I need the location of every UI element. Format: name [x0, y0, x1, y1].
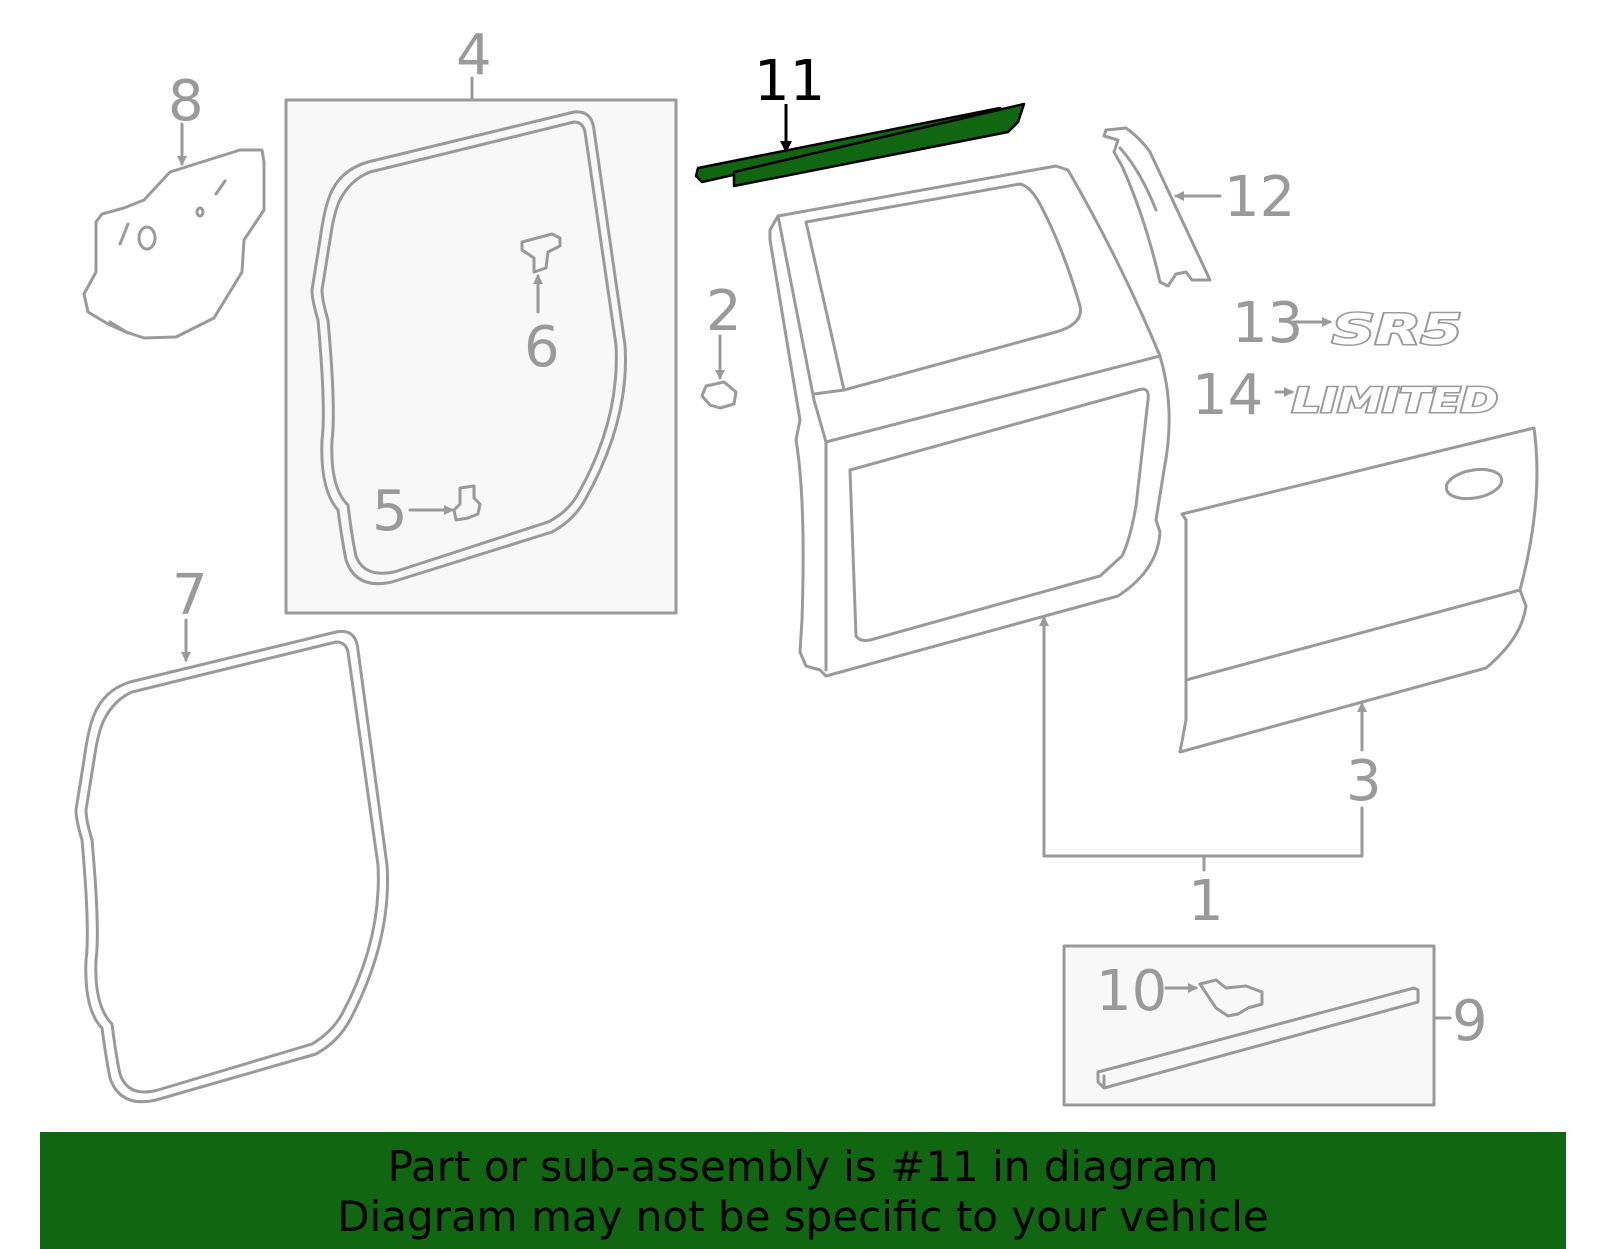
callout-1: 1 — [1188, 869, 1224, 934]
part-11-belt-molding — [694, 102, 1026, 188]
callout-6: 6 — [524, 315, 560, 380]
callout-8: 8 — [168, 69, 204, 134]
part-2-plug — [700, 380, 738, 410]
part-9-box — [1062, 944, 1436, 1107]
callout-9: 9 — [1452, 989, 1488, 1054]
callout-14: 14 — [1192, 363, 1263, 428]
part-4-weatherstrip — [310, 110, 627, 586]
part-10-clip — [1198, 978, 1264, 1018]
limited-badge: LIMITED — [1292, 381, 1498, 421]
callout-2: 2 — [706, 279, 742, 344]
callout-10: 10 — [1096, 959, 1167, 1024]
callout-5: 5 — [372, 479, 408, 544]
callout-11: 11 — [754, 49, 825, 114]
part-1-door-inner — [768, 164, 1171, 678]
info-banner: Part or sub-assembly is #11 in diagram D… — [40, 1132, 1566, 1249]
part-9-molding — [1096, 986, 1420, 1090]
callout-13: 13 — [1232, 291, 1303, 356]
part-12-pillar — [1102, 126, 1212, 288]
srs-badge: SR5 — [1332, 305, 1462, 354]
part-3-door-panel — [1178, 426, 1539, 754]
callout-4: 4 — [456, 23, 492, 88]
part-8-shield — [82, 148, 266, 340]
door-handle-cutout — [1444, 467, 1504, 501]
callout-12: 12 — [1224, 165, 1295, 230]
banner-line-1: Part or sub-assembly is #11 in diagram — [387, 1142, 1219, 1191]
banner-line-2: Diagram may not be specific to your vehi… — [337, 1192, 1269, 1241]
part-7-weatherstrip — [74, 629, 389, 1104]
part-6-clip — [520, 232, 562, 274]
callout-3: 3 — [1346, 749, 1382, 814]
callout-7: 7 — [172, 563, 208, 628]
part-5-clip — [452, 484, 482, 522]
